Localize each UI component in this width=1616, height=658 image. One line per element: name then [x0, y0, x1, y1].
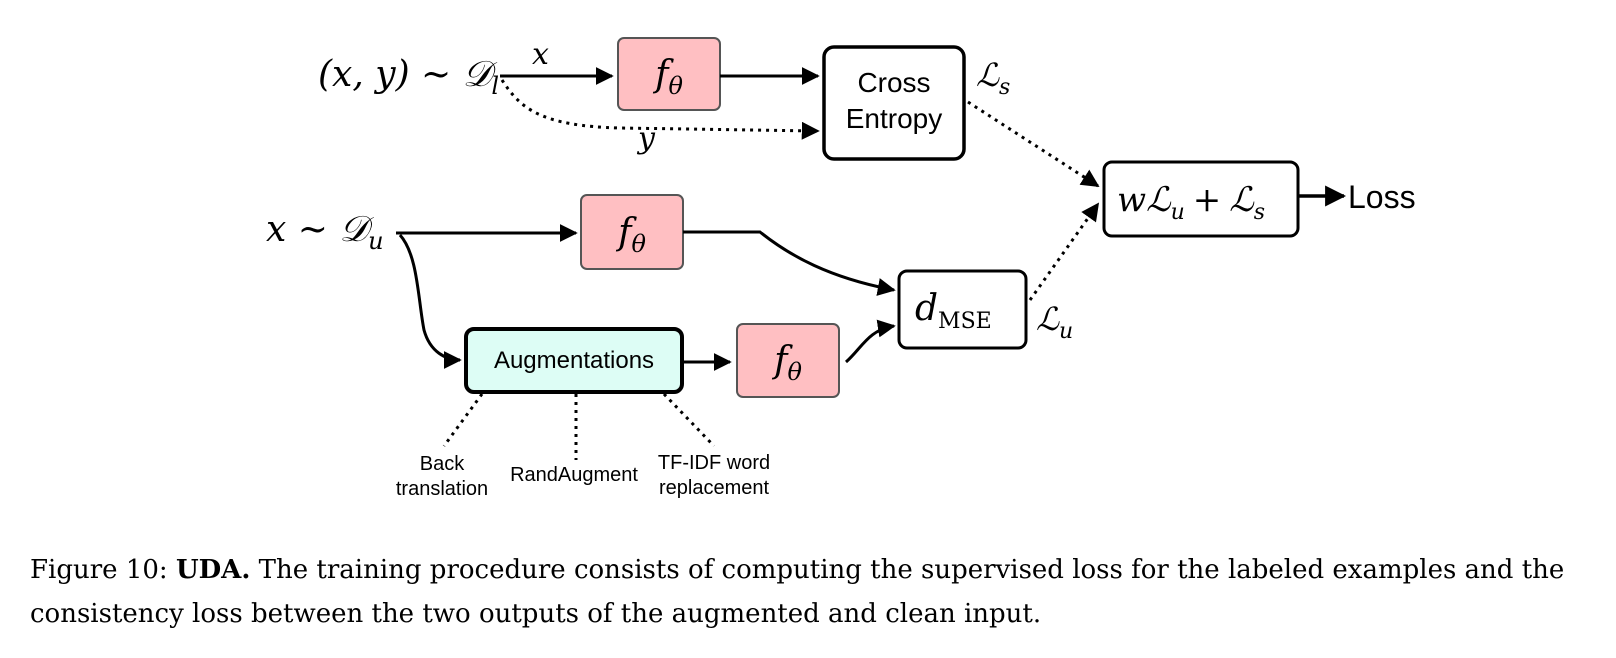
- model-box-augmented: fθ: [736, 323, 840, 398]
- leader-tfidf: [662, 392, 716, 448]
- mse-rect: [897, 269, 1028, 350]
- aug-tfidf-line1: TF-IDF word: [658, 452, 770, 474]
- total-loss-box: wℒu+ℒs: [1102, 160, 1300, 238]
- caption-text: The training procedure consists of compu…: [30, 555, 1565, 629]
- consistency-loss-label: ℒu: [1036, 300, 1073, 344]
- arrow-augmented-to-mse: [845, 319, 896, 364]
- cross-entropy-line1: Cross: [857, 67, 930, 98]
- total-loss-formula: wℒu+ℒs: [1117, 180, 1265, 225]
- labeled-source-label: (x, y) ~ 𝒟l: [318, 54, 499, 100]
- model-box-augmented-rect: [736, 323, 840, 398]
- unlabeled-source-label: x ~ 𝒟u: [266, 209, 384, 255]
- augmentations-box: Augmentations: [464, 327, 684, 394]
- dotted-lu-to-total: [1028, 202, 1100, 301]
- caption-prefix: Figure 10:: [30, 555, 176, 585]
- aug-tfidf-line2: replacement: [659, 477, 770, 499]
- aug-back-translation-line1: Back: [420, 453, 465, 475]
- arrow-unlabeled-to-augment: [398, 233, 462, 369]
- edge-x-label: x: [532, 37, 549, 72]
- model-box-labeled: fθ: [617, 37, 721, 111]
- arrow-clean-to-mse: [683, 230, 896, 296]
- cross-entropy-line2: Entropy: [846, 103, 943, 134]
- cross-entropy-rect: [822, 45, 966, 161]
- aug-back-translation-line2: translation: [396, 478, 488, 500]
- model-box-clean: fθ: [580, 194, 684, 270]
- leader-back-translation: [442, 393, 484, 447]
- mse-label: dMSE: [915, 288, 992, 334]
- mse-box: dMSE: [897, 269, 1028, 350]
- aug-randaugment: RandAugment: [510, 464, 638, 486]
- cross-entropy-box: Cross Entropy: [822, 45, 966, 161]
- model-box-labeled-rect: [617, 37, 721, 111]
- total-loss-rect: [1102, 160, 1300, 238]
- caption-bold: UDA.: [175, 555, 251, 585]
- edge-y-label: y: [636, 121, 656, 156]
- supervised-loss-label: ℒs: [976, 56, 1010, 100]
- dotted-ls-to-total: [967, 100, 1100, 188]
- loss-output-label: Loss: [1348, 179, 1416, 215]
- augmentations-label: Augmentations: [494, 347, 654, 374]
- figure-caption: Figure 10: UDA. The training procedure c…: [30, 548, 1600, 636]
